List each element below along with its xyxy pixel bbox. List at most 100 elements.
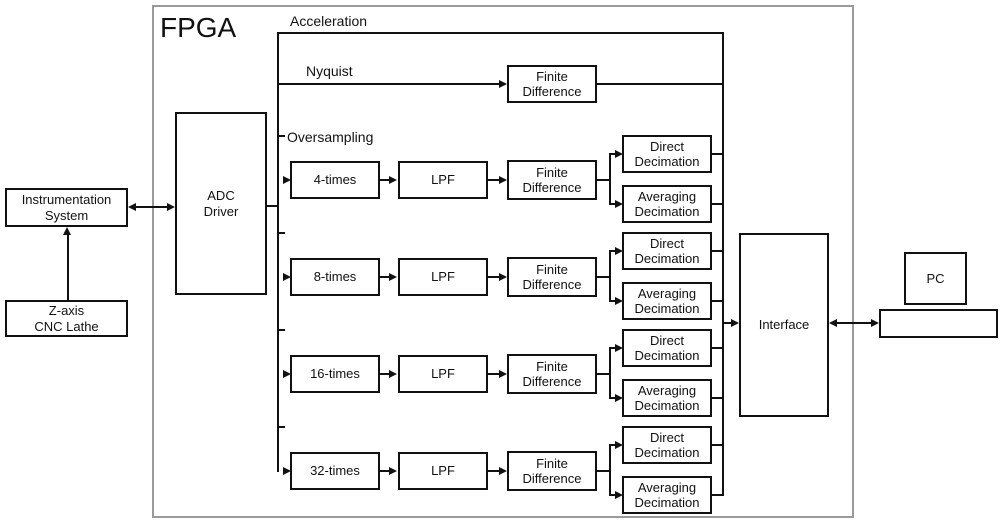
averaging-decimation-label-line1: Averaging [637,285,697,301]
finite-difference-box: Finite Difference [507,257,597,297]
arrow-right-icon [389,370,397,378]
arrow-right-icon [389,176,397,184]
row-input-line [278,232,285,234]
fd-output-line [597,470,611,472]
lathe-to-instrumentation-line [67,233,69,300]
averaging-output-line [712,300,723,302]
rate-label: 8-times [313,269,357,285]
arrow-right-icon [499,370,507,378]
lpf-to-fd-line [488,373,500,375]
arrow-right-icon [283,176,291,184]
interface-box: Interface [739,233,829,417]
oversampling-row-4x: 4-times LPF Finite Difference Direct Dec… [278,135,723,225]
arrow-right-icon [499,80,507,88]
averaging-decimation-box: Averaging Decimation [622,282,712,320]
averaging-decimation-box: Averaging Decimation [622,185,712,223]
arrow-right-icon [615,491,623,499]
branch-split-line [609,444,611,496]
arrow-right-icon [615,200,623,208]
arrow-right-icon [499,273,507,281]
averaging-decimation-label-line1: Averaging [637,188,697,204]
pc-label: PC [926,270,945,286]
nyquist-label: Nyquist [306,63,353,79]
oversampling-row-16x: 16-times LPF Finite Difference Direct De… [278,329,723,419]
rate-label: 4-times [313,172,357,188]
branch-split-line [609,347,611,399]
direct-decimation-box: Direct Decimation [622,232,712,270]
fd-label-line1: Finite [536,164,568,180]
finite-difference-box: Finite Difference [507,160,597,200]
averaging-decimation-label-line2: Decimation [634,301,700,316]
arrow-right-icon [615,150,623,158]
averaging-decimation-box: Averaging Decimation [622,476,712,514]
arrow-right-icon [731,319,739,327]
direct-decimation-label-line1: Direct [650,332,684,348]
averaging-decimation-label-line1: Averaging [637,479,697,495]
oversampling-label: Oversampling [287,129,374,145]
rate-box-32x: 32-times [290,452,380,490]
fd-label-line1: Finite [536,455,568,471]
direct-decimation-label-line2: Decimation [634,251,700,266]
row-input-line [278,329,285,331]
direct-output-line [712,153,723,155]
arrow-right-icon [283,370,291,378]
branch-to-direct-line [609,250,617,252]
cnc-lathe-label-line1: Z-axis [48,303,85,319]
nyquist-output-line [597,83,723,85]
adc-driver-label-line2: Driver [203,203,239,219]
rate-to-lpf-line [380,470,392,472]
arrow-right-icon [615,394,623,402]
branch-to-averaging-line [609,300,617,302]
distribution-bus-line [277,32,279,472]
rate-label: 16-times [310,366,360,382]
acceleration-bus-line [278,32,723,34]
row-input-line [278,135,285,137]
fpga-label: FPGA [160,12,237,43]
nyquist-fd-label-line1: Finite [536,68,568,84]
adc-driver-box: ADC Driver [175,112,267,295]
adc-driver-label-line1: ADC [207,188,235,204]
averaging-output-line [712,397,723,399]
lpf-to-fd-line [488,276,500,278]
fd-output-line [597,373,611,375]
direct-decimation-box: Direct Decimation [622,426,712,464]
lpf-label: LPF [431,172,455,188]
branch-to-averaging-line [609,203,617,205]
oversampling-row-32x: 32-times LPF Finite Difference Direct De… [278,426,723,516]
arrow-right-icon [389,467,397,475]
nyquist-finite-difference-box: Finite Difference [507,65,597,103]
direct-decimation-label-line1: Direct [650,235,684,251]
fd-output-line [597,179,611,181]
arrow-right-icon [167,203,175,211]
branch-split-line [609,153,611,205]
arrow-left-icon [829,319,837,327]
rate-to-lpf-line [380,179,392,181]
averaging-output-line [712,494,723,496]
finite-difference-box: Finite Difference [507,451,597,491]
averaging-decimation-box: Averaging Decimation [622,379,712,417]
lpf-box: LPF [398,161,488,199]
instrumentation-system-label-line2: System [44,207,89,223]
fd-label-line1: Finite [536,358,568,374]
cnc-lathe-box: Z-axis CNC Lathe [5,300,128,337]
branch-to-averaging-line [609,494,617,496]
rate-box-8x: 8-times [290,258,380,296]
row-input-line [278,426,285,428]
instrumentation-system-label-line1: Instrumentation [21,192,112,208]
instrumentation-adc-line [134,206,169,208]
arrow-left-icon [128,203,136,211]
instrumentation-system-box: Instrumentation System [5,188,128,227]
lpf-box: LPF [398,452,488,490]
fpga-container [152,5,854,518]
lpf-label: LPF [431,463,455,479]
interface-terminal-line [835,322,873,324]
arrow-right-icon [499,176,507,184]
branch-to-direct-line [609,347,617,349]
interface-label: Interface [758,317,810,333]
arrow-right-icon [615,247,623,255]
arrow-right-icon [871,319,879,327]
direct-decimation-box: Direct Decimation [622,135,712,173]
lpf-label: LPF [431,366,455,382]
direct-decimation-label-line2: Decimation [634,154,700,169]
